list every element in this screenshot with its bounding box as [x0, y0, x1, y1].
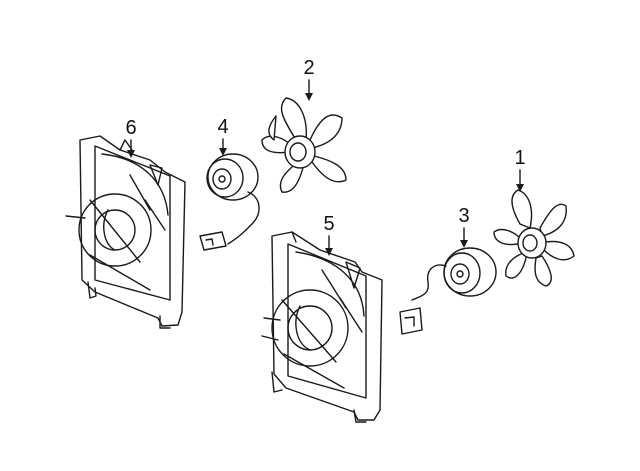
part-2-fan-blade[interactable]: [261, 97, 347, 193]
callout-5-label: 5: [323, 213, 334, 235]
part-1-fan-blade[interactable]: [493, 189, 575, 287]
callout-2-label: 2: [303, 57, 314, 79]
callout-2: 2: [303, 57, 315, 101]
callout-6-label: 6: [125, 117, 136, 139]
callout-3-label: 3: [458, 205, 469, 227]
callout-1-label: 1: [514, 147, 525, 169]
part-4-fan-motor[interactable]: [199, 153, 260, 251]
callout-3: 3: [458, 205, 470, 248]
callout-5: 5: [323, 213, 335, 256]
part-6-fan-shroud[interactable]: [65, 135, 186, 329]
part-3-fan-motor[interactable]: [399, 247, 497, 335]
callout-6: 6: [125, 117, 137, 158]
callout-4-label: 4: [217, 116, 228, 138]
part-5-fan-shroud[interactable]: [261, 231, 383, 423]
callout-4: 4: [217, 116, 229, 156]
callout-1: 1: [514, 147, 526, 192]
